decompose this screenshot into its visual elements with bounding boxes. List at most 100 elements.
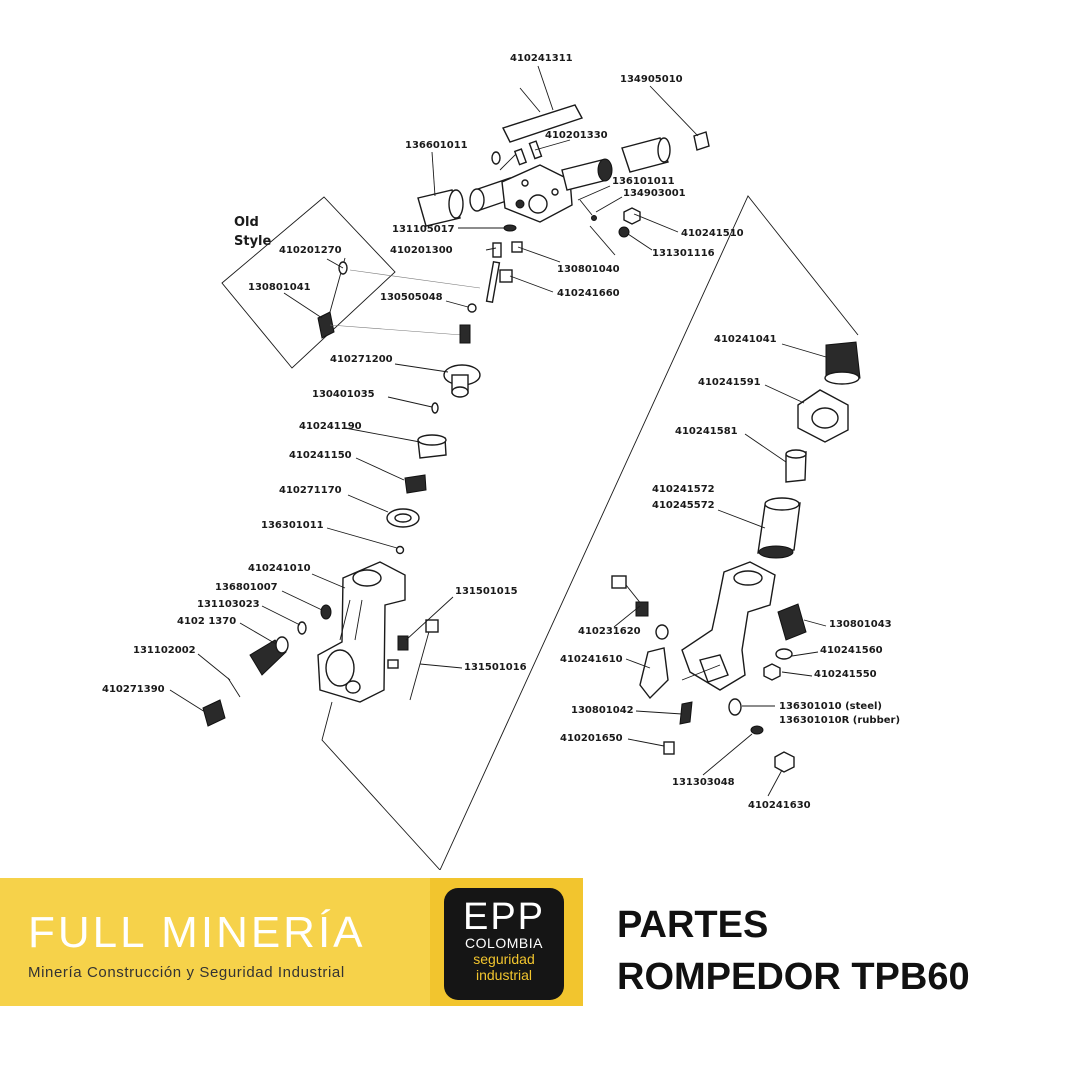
right-spring (777, 603, 807, 641)
label-136301010R-rubber: 136301010R (rubber) (779, 715, 900, 726)
brand-band-highlight (0, 878, 430, 1006)
logo-tagline-1: seguridad (473, 951, 535, 967)
label-410241581: 410241581 (675, 426, 738, 437)
old-style-label-2: Style (234, 234, 272, 249)
label-410241550: 410241550 (814, 669, 877, 680)
page-title-line-1: PARTES (617, 904, 769, 946)
label-136601011: 136601011 (405, 140, 468, 151)
label-410241190: 410241190 (299, 421, 362, 432)
part-labels: 410241311 134905010 410201330 136601011 … (102, 53, 900, 811)
label-410241560: 410241560 (820, 645, 883, 656)
label-410201650: 410201650 (560, 733, 623, 744)
right-short-sleeve (785, 449, 807, 483)
handle-body (501, 164, 573, 223)
label-410271390: 410271390 (102, 684, 165, 695)
label-136801007: 136801007 (215, 582, 278, 593)
lever-pin-parts (491, 140, 543, 171)
label-410271200: 410271200 (330, 354, 393, 365)
label-131501015: 131501015 (455, 586, 518, 597)
coil-spring-ring (404, 474, 427, 494)
old-style-guide-line-1 (349, 269, 481, 289)
label-136101011: 136101011 (612, 176, 675, 187)
old-style-spring (317, 311, 335, 339)
label-410201270: 410201270 (279, 245, 342, 256)
latch-clip (202, 699, 226, 727)
label-410201330: 410201330 (545, 130, 608, 141)
right-latch-bolt (611, 575, 649, 617)
label-410241572: 410241572 (652, 484, 715, 495)
seal-ring (386, 508, 420, 528)
right-flange-plate (797, 389, 849, 443)
label-130801041: 130801041 (248, 282, 311, 293)
label-136301010-steel: 136301010 (steel) (779, 701, 882, 712)
label-134905010: 134905010 (620, 74, 683, 85)
epp-colombia-logo: EPP COLOMBIA seguridad industrial (444, 888, 564, 1000)
right-front-head (681, 561, 776, 691)
exhaust-elbow (249, 636, 289, 676)
page-title-line-2: ROMPEDOR TPB60 (617, 956, 970, 998)
cap-plug (693, 131, 710, 151)
brand-band: FULL MINERÍA Minería Construcción y Segu… (0, 878, 583, 1006)
label-410245572: 410245572 (652, 500, 715, 511)
label-130505048: 130505048 (380, 292, 443, 303)
label-410241041: 410241041 (714, 334, 777, 345)
old-style-box (221, 196, 396, 369)
old-style-guide-line-2 (329, 324, 463, 336)
label-410241010: 410241010 (248, 563, 311, 574)
side-bolt-nut (387, 635, 409, 669)
right-pin (663, 741, 675, 755)
label-410241311: 410241311 (510, 53, 573, 64)
label-130401035: 130401035 (312, 389, 375, 400)
small-ball (395, 545, 405, 555)
label-136301011: 136301011 (261, 520, 324, 531)
label-131501016: 131501016 (464, 662, 527, 673)
leader-lines (169, 65, 827, 797)
o-rings (297, 604, 332, 635)
label-410241150: 410241150 (289, 450, 352, 461)
valve-stack (459, 224, 523, 344)
old-style-label: Old (234, 215, 259, 230)
label-410241660: 410241660 (557, 288, 620, 299)
old-style-valve-pin (329, 257, 348, 313)
right-rubber-plug (728, 698, 742, 716)
label-134903001: 134903001 (623, 188, 686, 199)
label-130801040: 130801040 (557, 264, 620, 275)
label-131105017: 131105017 (392, 224, 455, 235)
right-latch (639, 647, 669, 700)
right-washers (763, 648, 793, 681)
handle-grip-right (561, 158, 613, 191)
brand-title: FULL MINERÍA (28, 908, 366, 957)
label-131102002: 131102002 (133, 645, 196, 656)
valve-chest (443, 364, 481, 398)
grip-sleeve-left (417, 189, 464, 227)
right-coil-bushing (824, 341, 861, 385)
footer-banner: FULL MINERÍA Minería Construcción y Segu… (0, 878, 1080, 1008)
small-screw (579, 199, 597, 221)
label-410241630: 410241630 (748, 800, 811, 811)
right-lock-washer (750, 725, 764, 735)
label-410241610: 410241610 (560, 654, 623, 665)
front-head-cylinder (317, 561, 406, 703)
label-410241591: 410241591 (698, 377, 761, 388)
right-nut (774, 751, 795, 773)
right-long-sleeve (757, 497, 801, 559)
label-130801043: 130801043 (829, 619, 892, 630)
label-131103023: 131103023 (197, 599, 260, 610)
small-spring (227, 677, 241, 698)
label-4102-1370: 4102 1370 (177, 616, 236, 627)
label-131301116: 131301116 (652, 248, 715, 259)
assembly-connector-left (321, 195, 859, 870)
logo-tagline-2: industrial (475, 967, 533, 983)
label-131303048: 131303048 (672, 777, 735, 788)
thin-pin (387, 396, 439, 414)
nut-and-washer (618, 207, 641, 238)
grip-sleeve-right (621, 137, 671, 173)
right-small-spring (679, 701, 693, 725)
label-130801042: 130801042 (571, 705, 634, 716)
exploded-parts-diagram: Old Style (102, 53, 900, 870)
label-410271170: 410271170 (279, 485, 342, 496)
bushing-ring (417, 434, 447, 459)
label-410241510: 410241510 (681, 228, 744, 239)
brand-subtitle: Minería Construcción y Seguridad Industr… (28, 964, 345, 981)
label-410201300: 410201300 (390, 245, 453, 256)
